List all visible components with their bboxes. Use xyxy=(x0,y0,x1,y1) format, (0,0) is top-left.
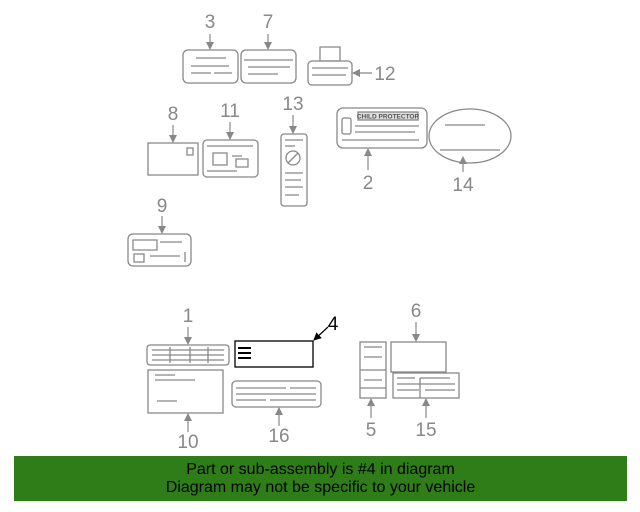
callout-9: 9 xyxy=(157,196,168,217)
callout-7: 7 xyxy=(263,12,274,33)
callout-10: 10 xyxy=(177,432,198,453)
part-1-label xyxy=(146,344,230,366)
callout-16: 16 xyxy=(268,426,289,447)
callout-2: 2 xyxy=(363,173,374,194)
part-10-label xyxy=(147,369,224,414)
part-2-label xyxy=(336,107,428,149)
part-14-label xyxy=(428,108,512,164)
callout-1: 1 xyxy=(183,306,194,327)
callout-11: 11 xyxy=(220,101,240,122)
part-3-label xyxy=(182,49,239,84)
callout-13: 13 xyxy=(282,94,303,115)
part-8-label xyxy=(147,142,199,176)
callout-15: 15 xyxy=(415,420,436,441)
info-banner: Part or sub-assembly is #4 in diagram Di… xyxy=(14,456,627,501)
callout-4: 4 xyxy=(328,314,339,335)
part-15-label xyxy=(392,372,460,399)
leader-4 xyxy=(313,326,329,341)
part-6-label xyxy=(390,341,447,373)
part-9-label xyxy=(127,233,192,267)
callout-8: 8 xyxy=(168,104,179,125)
callout-12: 12 xyxy=(374,64,395,85)
child-protector-header: CHILD PROTECTOR xyxy=(357,114,420,121)
callout-5: 5 xyxy=(366,420,377,441)
banner-line-1: Part or sub-assembly is #4 in diagram xyxy=(186,460,455,478)
part-16-label xyxy=(231,380,322,408)
part-11-label xyxy=(202,139,259,178)
parts-diagram: 3 7 12 8 11 13 2 14 9 1 4 6 10 16 5 15 C… xyxy=(127,12,512,453)
callout-3: 3 xyxy=(205,12,216,33)
part-7-label xyxy=(240,49,297,84)
part-13-label xyxy=(280,133,308,207)
part-12-label xyxy=(307,46,353,86)
callout-14: 14 xyxy=(452,175,474,196)
part-4-label xyxy=(234,340,314,368)
part-5-label xyxy=(359,341,387,399)
banner-line-2: Diagram may not be specific to your vehi… xyxy=(165,478,476,496)
callout-6: 6 xyxy=(411,301,422,322)
